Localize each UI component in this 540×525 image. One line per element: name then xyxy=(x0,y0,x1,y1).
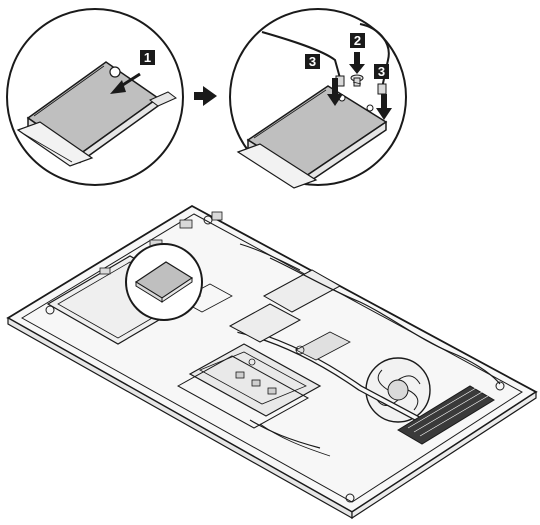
laptop-base-icon xyxy=(6,204,538,520)
wireless-card-icon xyxy=(236,85,388,189)
step-label-3-left: 3 xyxy=(305,54,320,69)
step-label-2-text: 2 xyxy=(354,33,361,48)
step-label-3-right: 3 xyxy=(374,64,389,79)
card-location-callout xyxy=(125,243,203,321)
step-label-2: 2 xyxy=(350,33,365,48)
step-label-3-right-text: 3 xyxy=(378,64,385,79)
screw-arrow xyxy=(349,52,365,74)
right-arrow-icon xyxy=(194,86,217,106)
fan xyxy=(365,357,431,423)
step-label-1-text: 1 xyxy=(144,50,151,65)
memory-modules xyxy=(176,343,322,429)
antenna-cable-arrow xyxy=(376,94,392,120)
heatsink xyxy=(397,385,495,445)
step-label-3-left-text: 3 xyxy=(309,54,316,69)
card-insertion-arrow xyxy=(110,72,141,94)
detail-callout-left: 1 xyxy=(6,8,184,186)
antenna-cable-arrow xyxy=(327,78,343,106)
detail-callout-right: 2 3 3 xyxy=(229,8,407,189)
step-label-1: 1 xyxy=(140,50,155,65)
screw-icon xyxy=(350,74,364,87)
